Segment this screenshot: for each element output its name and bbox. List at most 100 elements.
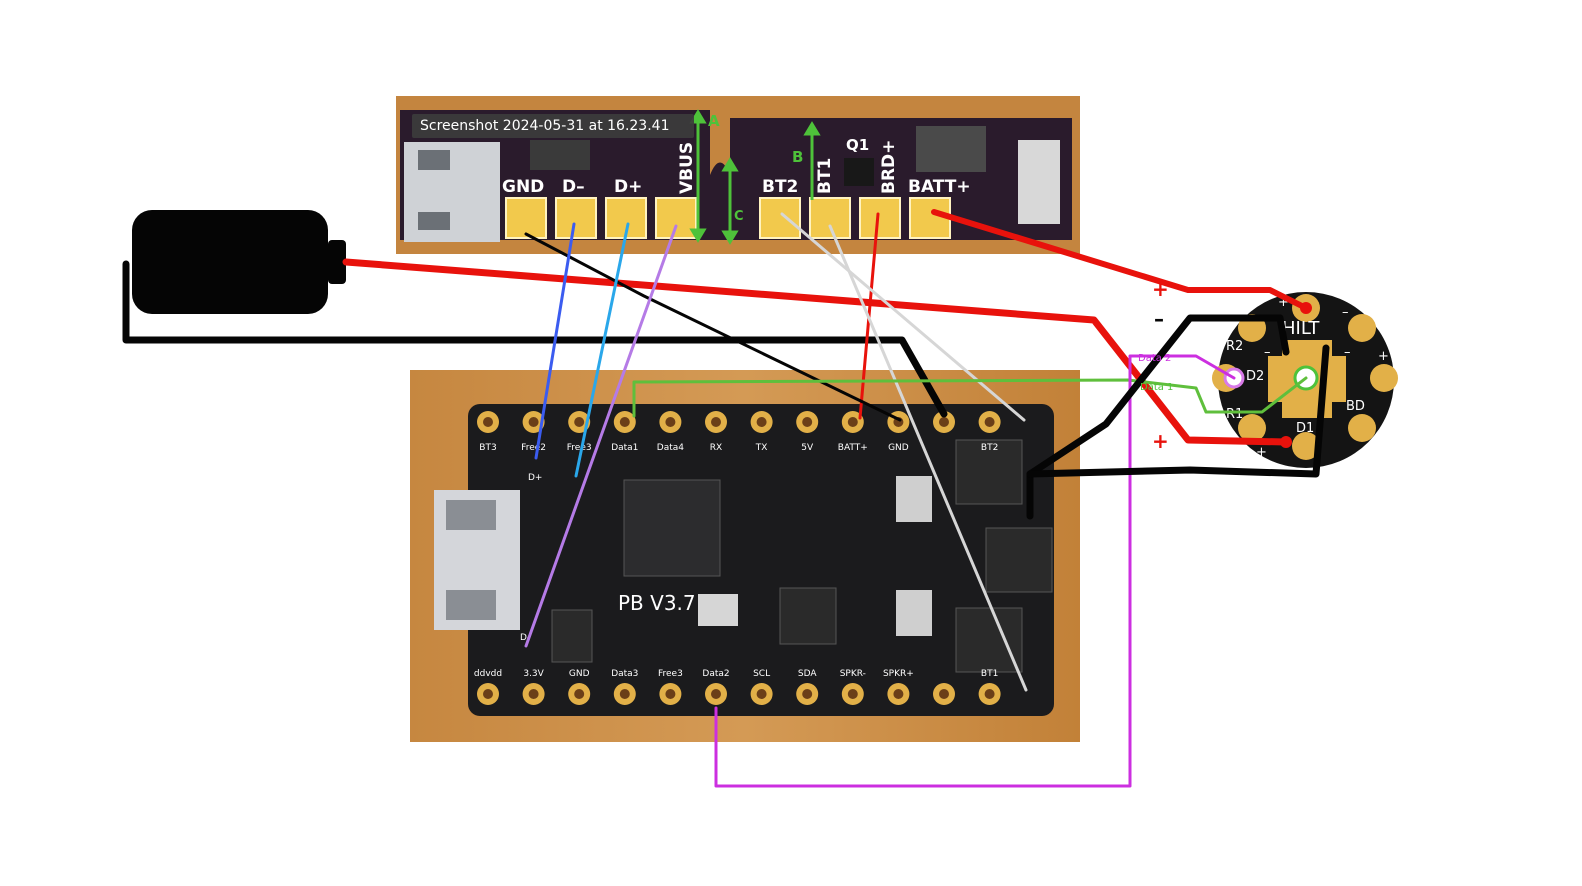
hilt-label-r1: R1 xyxy=(1226,407,1243,422)
screenshot-timestamp-label: Screenshot 2024-05-31 at 16.23.41 xyxy=(412,114,694,138)
bottom-pin-hole-0 xyxy=(483,689,493,699)
bottom-pin-label-6: SCL xyxy=(753,669,770,679)
hilt-label-d2: D2 xyxy=(1246,369,1264,384)
charger-switch xyxy=(1018,140,1060,224)
bottom-pin-hole-6 xyxy=(756,689,767,699)
top-pin-hole-8 xyxy=(847,417,858,427)
battery xyxy=(132,210,346,314)
top-pin-hole-10 xyxy=(939,417,949,427)
hilt-pol-5: + xyxy=(1256,445,1267,460)
mosfet-1 xyxy=(955,439,1023,505)
label-inner-dplus: D+ xyxy=(528,473,542,483)
label-dplus: D+ xyxy=(614,177,642,197)
small-chip xyxy=(551,609,593,663)
hilt-title: HILT xyxy=(1282,318,1320,339)
pad-gnd xyxy=(505,197,547,239)
label-q1: Q1 xyxy=(846,136,869,154)
top-pin-label-8: BATT+ xyxy=(838,443,868,453)
label-bottom-plus: + xyxy=(1152,429,1169,453)
top-pin-label-9: GND xyxy=(888,443,909,453)
bottom-pin-label-7: SDA xyxy=(798,669,817,679)
top-pin-hole-0 xyxy=(483,417,493,427)
pad-bt1 xyxy=(809,197,851,239)
top-pin-hole-6 xyxy=(756,417,767,427)
button-1 xyxy=(896,476,932,522)
battery-terminal xyxy=(328,240,346,284)
top-pin-label-1: Free2 xyxy=(521,443,546,453)
pad-dminus xyxy=(555,197,597,239)
wire-bt1 xyxy=(828,224,1028,692)
charger-chip xyxy=(530,140,590,170)
label-bottom-minus: – xyxy=(1154,457,1164,481)
bottom-pin-label-1: 3.3V xyxy=(523,669,544,679)
bottom-pin-hole-3 xyxy=(619,689,630,699)
bottom-pin-label-5: Data2 xyxy=(702,669,729,679)
wire-bt2 xyxy=(780,212,1026,422)
label-dminus: D– xyxy=(562,177,585,197)
mcu-chip xyxy=(623,479,721,577)
battery-body xyxy=(132,210,328,314)
top-pin-hole-1 xyxy=(528,417,539,427)
top-pin-label-11: BT2 xyxy=(981,443,998,453)
top-pin-hole-11 xyxy=(984,417,995,427)
label-dim-a: A xyxy=(708,112,720,130)
hilt-board: HILT R2 D2 R1 D1 BD + – + – + – xyxy=(1212,292,1398,468)
bottom-pin-hole-8 xyxy=(847,689,858,699)
label-inner-dminus: D- xyxy=(520,633,530,643)
label-data2: Data 2 xyxy=(1138,353,1171,364)
charger-button xyxy=(916,126,986,172)
top-pin-label-7: 5V xyxy=(801,443,814,453)
top-pin-hole-3 xyxy=(619,417,630,427)
wire-mosfet-led2 xyxy=(1026,344,1330,478)
wire-dplus xyxy=(574,222,630,478)
bottom-pin-label-3: Data3 xyxy=(611,669,638,679)
label-bt2: BT2 xyxy=(762,177,798,197)
bottom-pin-label-11: BT1 xyxy=(981,669,998,679)
top-pin-hole-7 xyxy=(802,417,813,427)
wire-dminus xyxy=(534,222,576,460)
wire-battery-negative xyxy=(122,260,948,418)
bottom-pin-hole-1 xyxy=(528,689,539,699)
top-pin-hole-4 xyxy=(665,417,676,427)
wire-data2 xyxy=(714,354,1236,788)
button-2 xyxy=(896,590,932,636)
top-pin-hole-2 xyxy=(574,417,585,427)
label-dim-c: C xyxy=(734,209,744,224)
mosfet-2 xyxy=(985,527,1053,593)
label-top-minus: – xyxy=(1154,307,1164,331)
label-data1: Data 1 xyxy=(1140,382,1173,393)
hilt-pol-4: – xyxy=(1344,345,1351,360)
label-bt1: BT1 xyxy=(815,158,835,194)
top-pin-label-6: TX xyxy=(755,443,768,453)
label-top-plus: + xyxy=(1152,277,1169,301)
bottom-pin-hole-4 xyxy=(665,689,676,699)
label-brd: BRD+ xyxy=(879,140,899,194)
bottom-pin-label-4: Free3 xyxy=(658,669,683,679)
bottom-pin-hole-9 xyxy=(893,689,904,699)
bottom-pin-hole-5 xyxy=(711,689,721,699)
pad-bt2 xyxy=(759,197,801,239)
wire-batt-to-hilt xyxy=(931,209,1309,311)
top-pin-label-0: BT3 xyxy=(479,443,496,453)
top-pin-hole-5 xyxy=(711,417,721,427)
wire-gnd xyxy=(524,232,902,422)
hilt-label-d1: D1 xyxy=(1296,421,1314,436)
bottom-pin-hole-11 xyxy=(984,689,995,699)
board-model-label: PB V3.7 xyxy=(618,591,696,615)
hilt-pol-6: – xyxy=(1264,345,1271,360)
top-pin-label-4: Data4 xyxy=(657,443,684,453)
pad-vbus xyxy=(655,197,697,239)
wire-vbus xyxy=(524,224,678,648)
mosfet-3 xyxy=(955,607,1023,673)
top-pin-label-3: Data1 xyxy=(611,443,638,453)
wire-mosfet-led1 xyxy=(1026,314,1290,520)
wire-data1 xyxy=(632,376,1308,418)
imu-chip xyxy=(779,587,837,645)
bottom-pin-label-9: SPKR+ xyxy=(883,669,914,679)
bottom-pin-label-8: SPKR- xyxy=(840,669,866,679)
q1-transistor xyxy=(844,158,874,186)
pad-brd xyxy=(859,197,901,239)
bottom-pin-hole-7 xyxy=(802,689,813,699)
